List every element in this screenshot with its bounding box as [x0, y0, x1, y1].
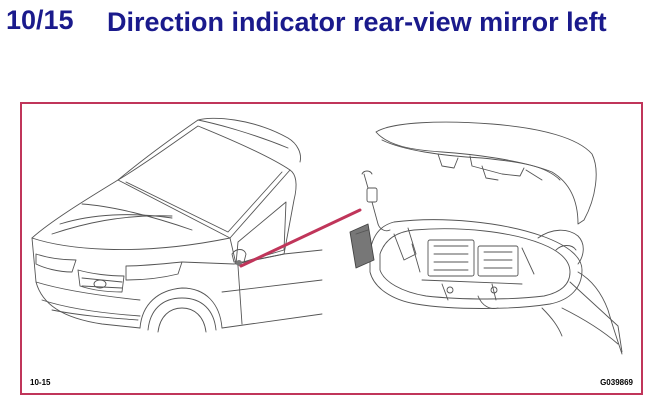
- page-title: Direction indicator rear-view mirror lef…: [107, 7, 607, 37]
- figure-reference-left: 10-15: [30, 378, 51, 387]
- section-number: 10/15: [6, 5, 74, 35]
- car-line-art: [31, 117, 323, 333]
- figure-reference-right: G039869: [600, 378, 633, 387]
- page-header: 10/15 Direction indicator rear-view mirr…: [0, 0, 658, 80]
- illustration-frame: 10-15 G039869: [20, 102, 643, 395]
- technical-illustration: [31, 117, 623, 355]
- pointer-line: [239, 208, 362, 268]
- mirror-line-art: [349, 121, 623, 355]
